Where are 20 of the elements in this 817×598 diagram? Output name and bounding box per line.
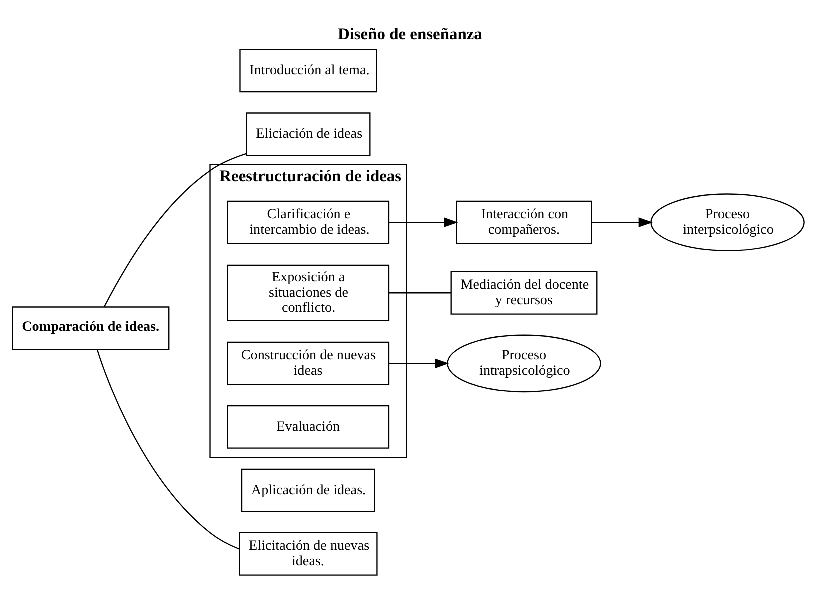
node-box: Eliciación de ideas — [246, 112, 371, 156]
connector — [389, 292, 452, 294]
node-box: Elicitación de nuevas ideas. — [239, 532, 378, 576]
diagram-title: Diseño de enseñanza — [338, 24, 482, 44]
node-ellipse: Proceso interpsicológico — [650, 194, 805, 252]
node-box: Evaluación — [227, 405, 390, 449]
connector — [104, 153, 247, 308]
node-box: Mediación del docente y recursos — [450, 271, 598, 315]
node-ellipse: Proceso intrapsicológico — [447, 334, 602, 393]
node-box: Exposición a situaciones de conflicto. — [227, 264, 390, 322]
node-box: Introducción al tema. — [240, 49, 378, 93]
arrow — [592, 218, 653, 228]
node-box: Comparación de ideas. — [12, 306, 170, 350]
node-box: Construcción de nuevas ideas — [227, 342, 390, 386]
arrow — [389, 218, 458, 228]
node-box: Clarificación e intercambio de ideas. — [227, 200, 390, 244]
node-box: Interacción con compañeros. — [456, 200, 592, 244]
arrow — [389, 358, 450, 369]
node-box: Aplicación de ideas. — [241, 468, 376, 512]
connector — [96, 350, 240, 550]
